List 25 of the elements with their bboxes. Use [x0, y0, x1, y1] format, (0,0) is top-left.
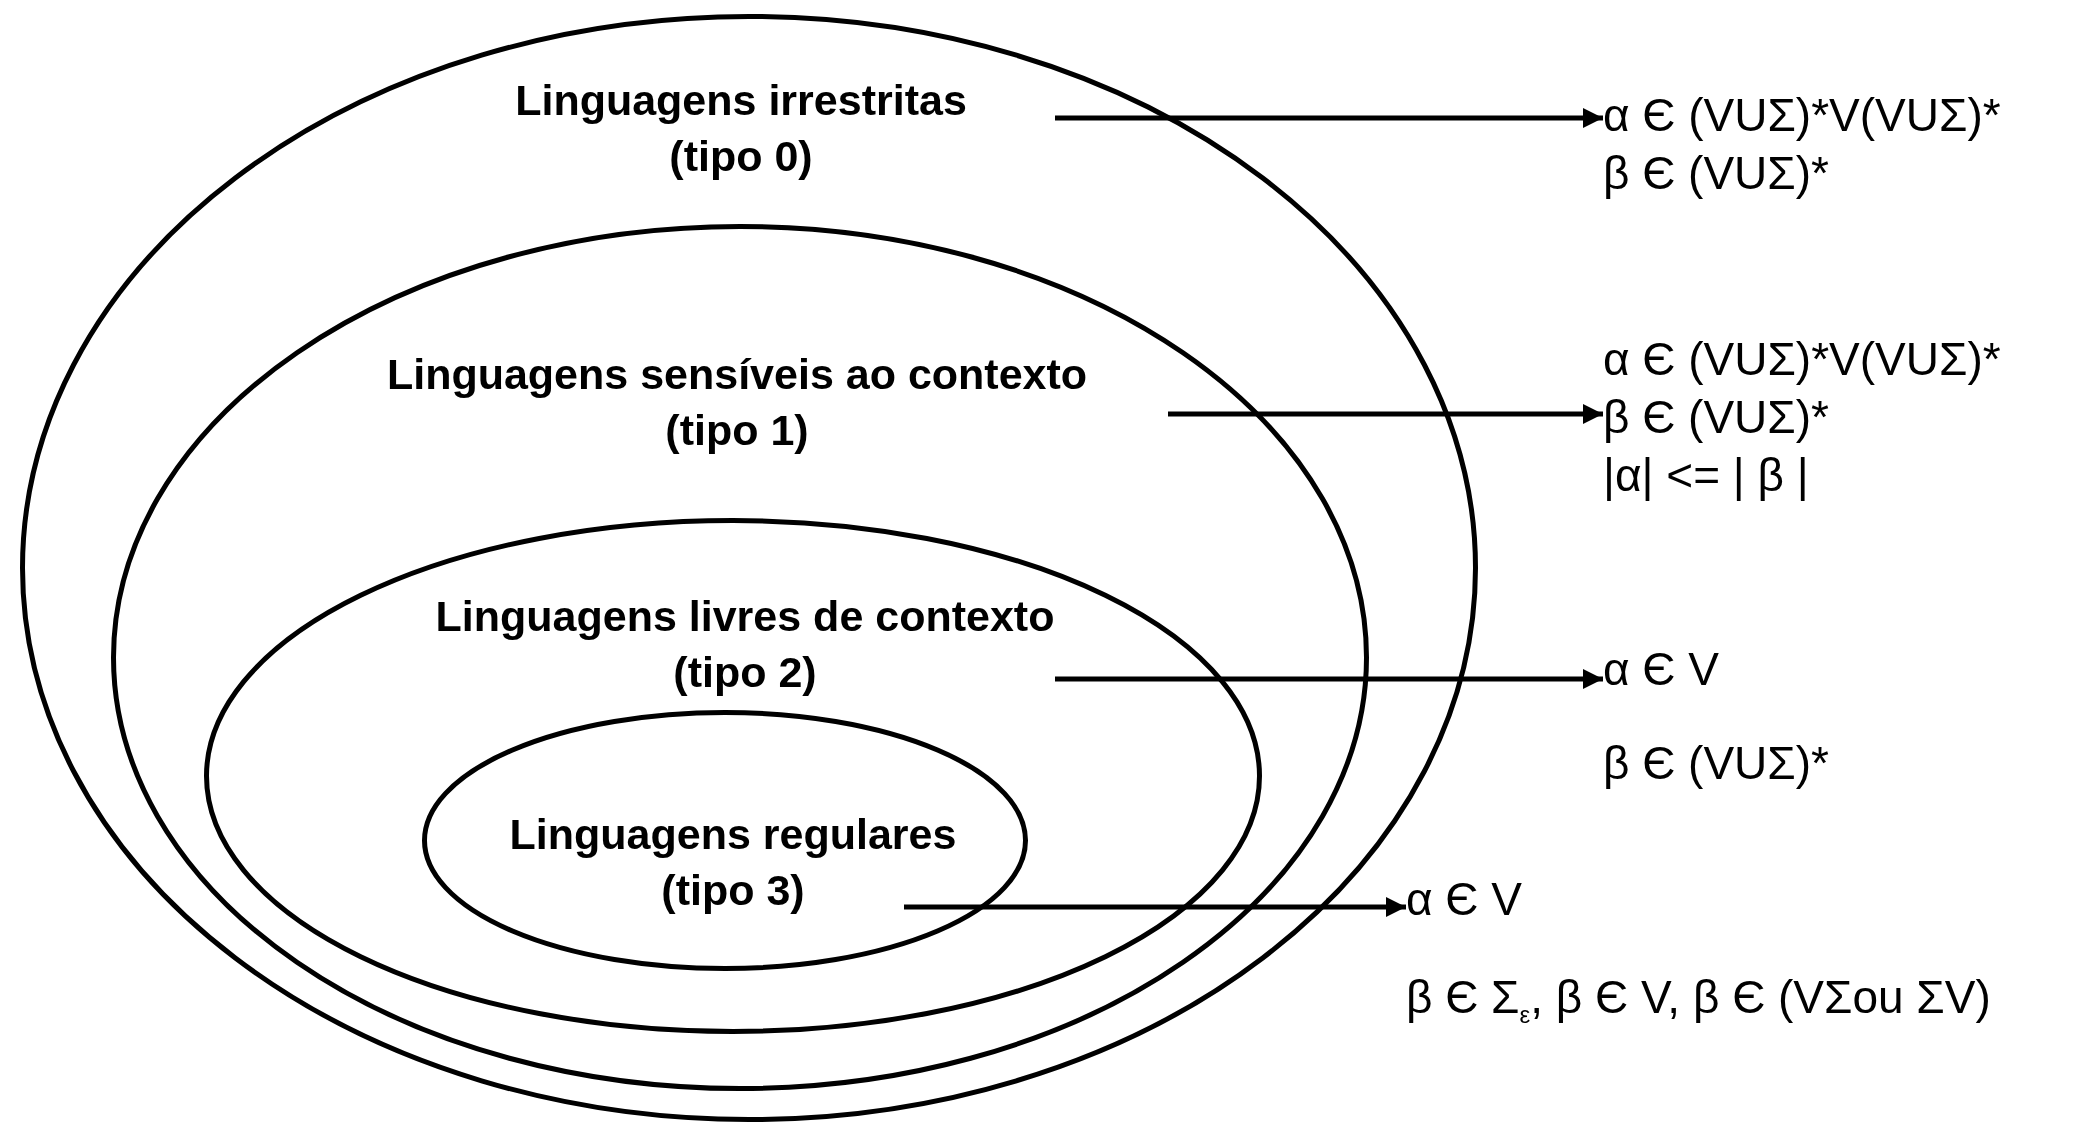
set-title: Linguagens sensíveis ao contexto [386, 349, 1088, 400]
arrow [1168, 404, 1603, 424]
type-label: (tipo 3) [661, 865, 805, 916]
formula-text: |α| <= | β | [1603, 448, 1810, 503]
arrow [1055, 669, 1603, 689]
formula-text: β Є (VUΣ)* [1603, 736, 1829, 791]
set-ellipse [422, 710, 1028, 971]
arrow [904, 897, 1406, 917]
set-ellipse [20, 14, 1478, 1122]
formula-text: α Є V [1603, 642, 1720, 697]
type-label: (tipo 0) [669, 131, 813, 182]
formula-text: β Є (VUΣ)* [1603, 146, 1830, 201]
type-label: (tipo 2) [673, 647, 817, 698]
arrow [1055, 108, 1603, 128]
set-ellipse [204, 518, 1262, 1034]
formula-text: α Є (VUΣ)*V(VUΣ)* [1603, 88, 2001, 143]
set-title: Linguagens livres de contexto [435, 591, 1055, 642]
formula-text: β Є Σ$_{ε}$, β Є V, β Є (VΣou ΣV) [1406, 970, 1991, 1031]
formula-text: α Є (VUΣ)*V(VUΣ)* [1603, 332, 2001, 387]
formula-text: α Є V [1406, 872, 1523, 927]
set-title: Linguagens regulares [509, 809, 957, 860]
set-title: Linguagens irrestritas [515, 75, 967, 126]
formula-text: β Є (VUΣ)* [1603, 390, 1830, 445]
type-label: (tipo 1) [665, 405, 809, 456]
set-ellipse [111, 224, 1369, 1091]
